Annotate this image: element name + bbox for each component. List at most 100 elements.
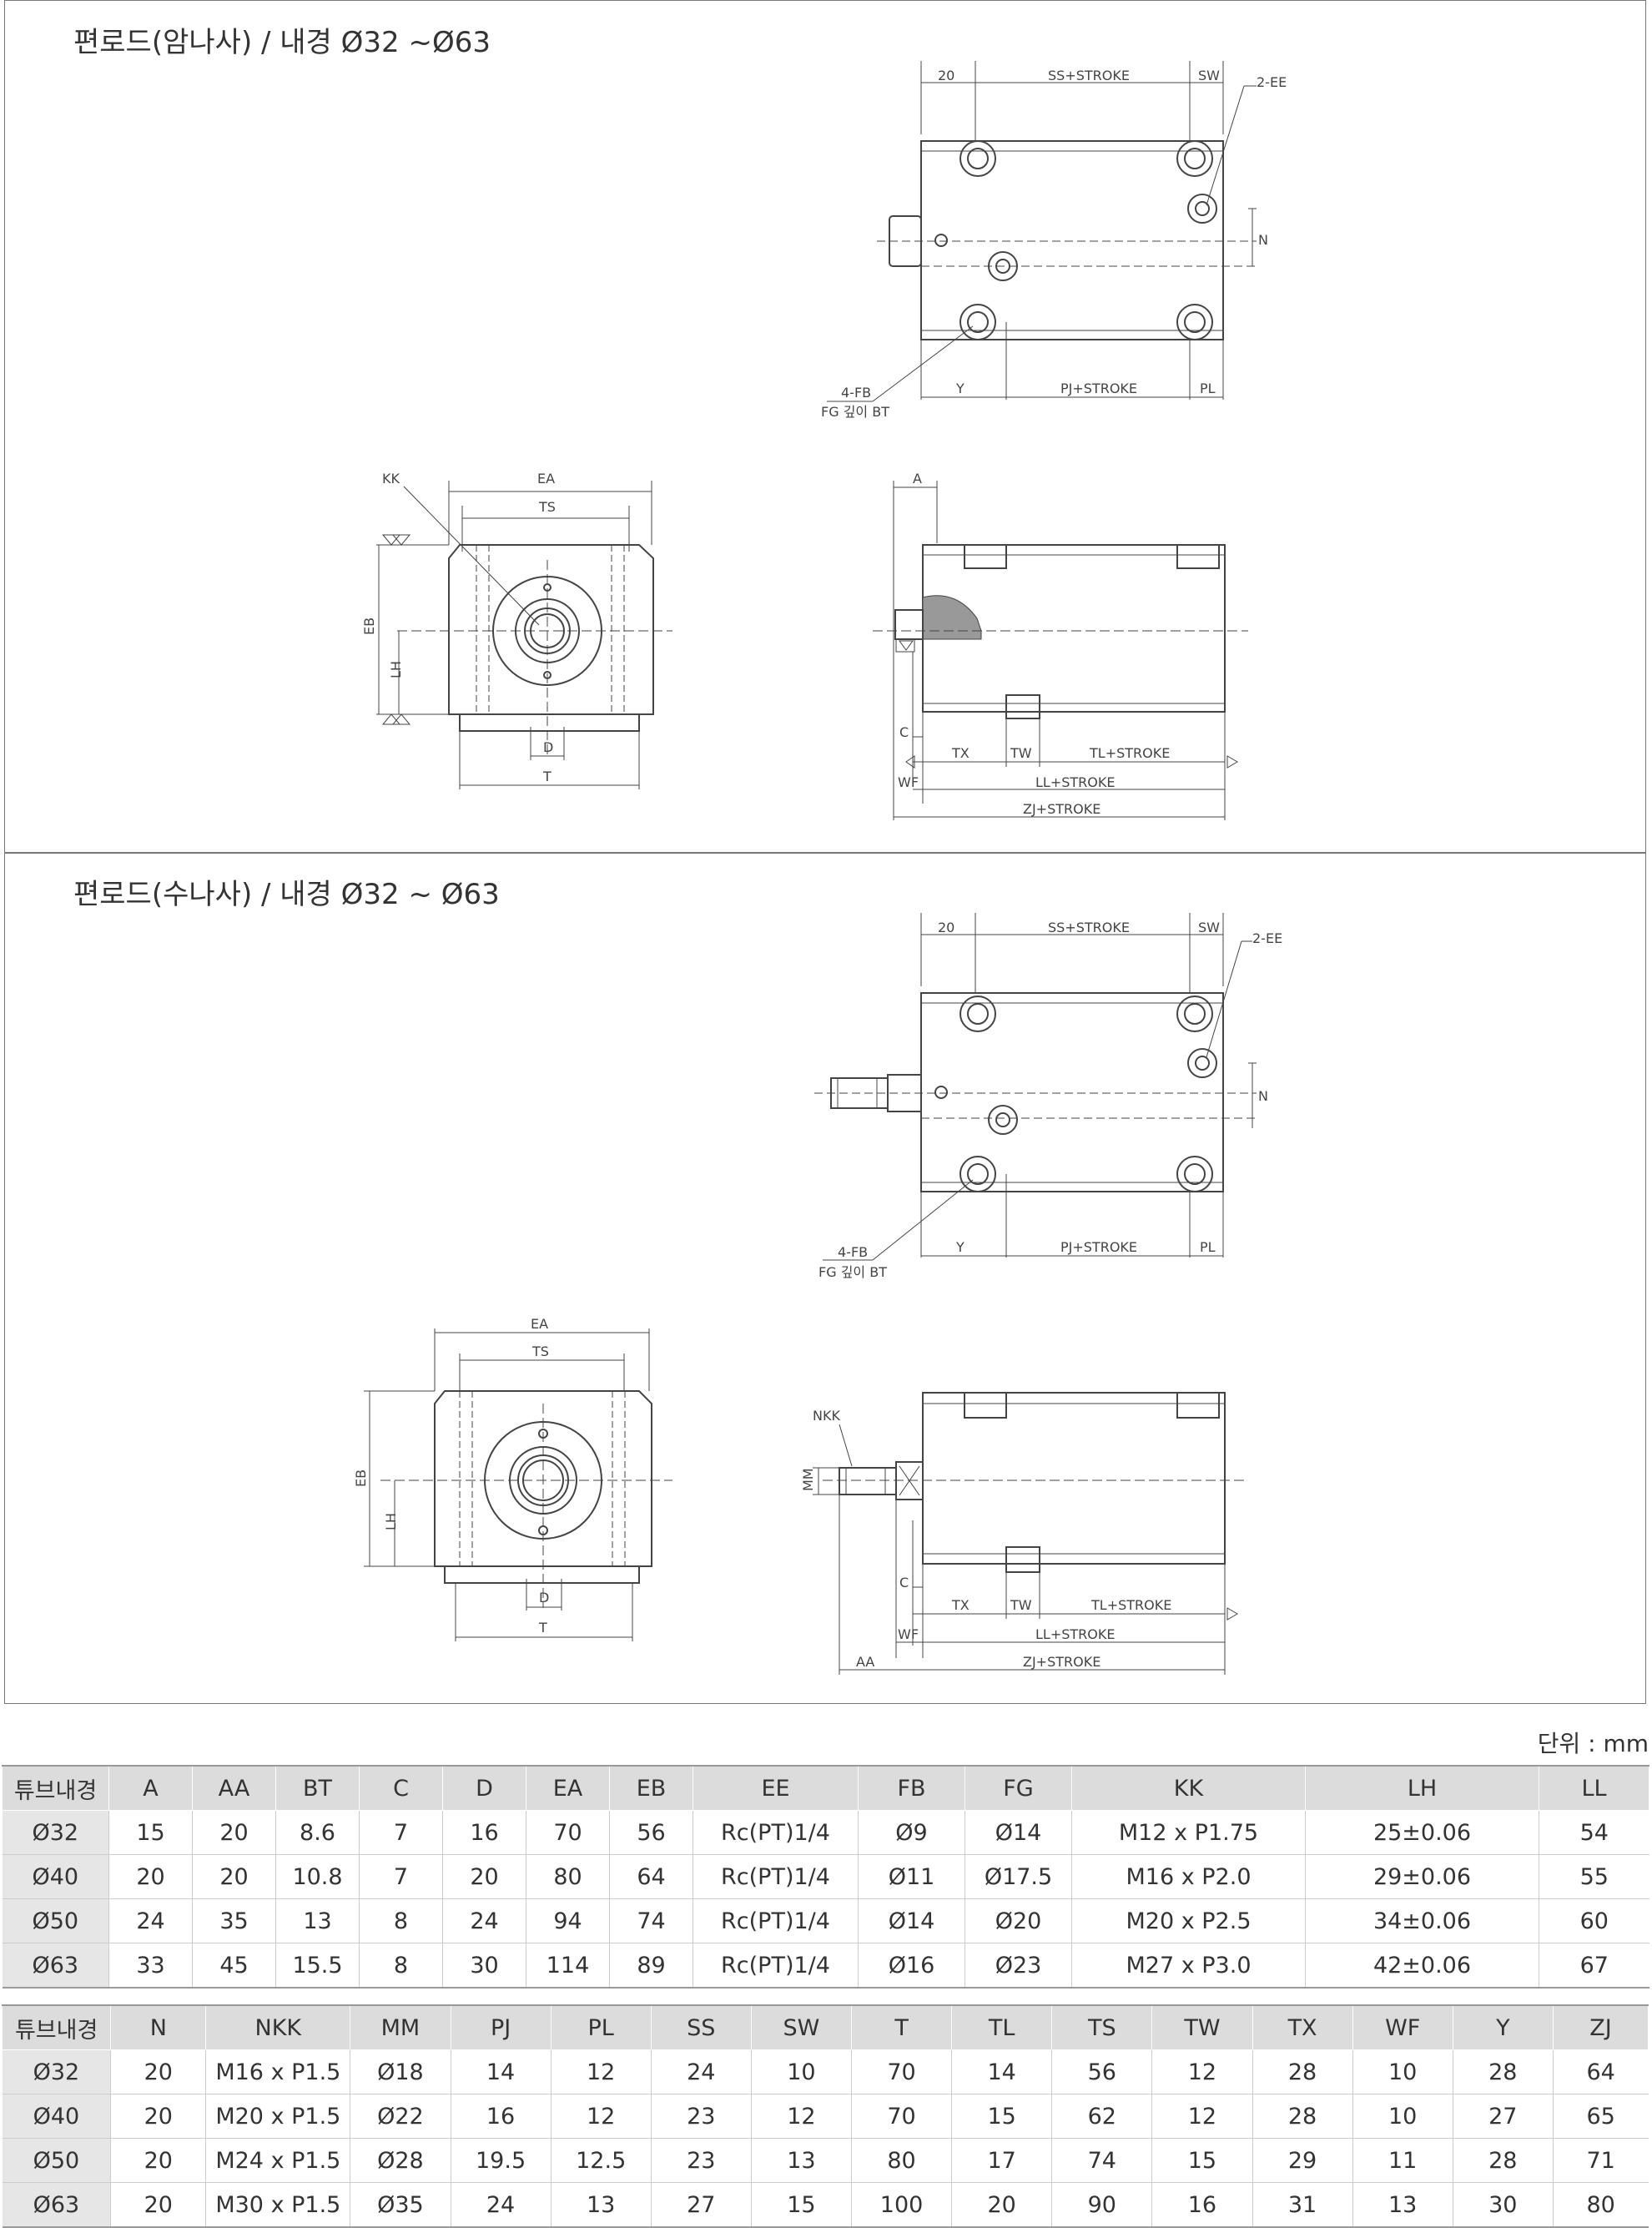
table-cell: 114 [526,1943,610,1989]
column-header: EA [526,1765,610,1811]
side-view: NKK MM C TX TW TL+STROKE WF LL+STROKE AA [800,1392,1248,1675]
table-cell: 74 [1051,2138,1152,2183]
unit-label: 단위 : mm [1537,1730,1649,1757]
column-header: FB [858,1765,965,1811]
dim-wf: WF [898,774,919,790]
table-cell: 20 [951,2182,1052,2228]
table-cell: 64 [609,1854,693,1899]
table-cell: Ø28 [350,2138,451,2183]
table-cell: 20 [110,2049,206,2094]
column-header: BT [275,1765,360,1811]
table-cell: 20 [442,1854,526,1899]
dim-n: N [1258,1088,1268,1104]
table-cell: 67 [1539,1943,1649,1989]
table-cell: M27 x P3.0 [1071,1943,1306,1989]
table-cell: 13 [1352,2182,1453,2228]
table-cell: 31 [1252,2182,1353,2228]
dim-ea: EA [531,1316,548,1332]
dim-ll-stroke: LL+STROKE [1035,1626,1115,1642]
table-cell: 70 [526,1810,610,1855]
drawing-panel-female-rod: 편로드(암나사) / 내경 Ø32 ~Ø63 20 SS+STROKE SW 2… [4,0,1646,854]
drawing-female-rod: 20 SS+STROKE SW 2-EE N [361,61,1287,820]
side-view: A C TX TW TL+STROKE WF L [873,471,1248,820]
column-header: A [108,1765,193,1811]
dim-pj-stroke: PJ+STROKE [1060,381,1137,396]
table-cell: 29±0.06 [1305,1854,1539,1899]
spec-table-1: 튜브내경 A AA BT C D EA EB EE FB FG KK LH LL… [2,1765,1649,1989]
table-cell: Ø14 [858,1898,965,1943]
table-header-row: 튜브내경 A AA BT C D EA EB EE FB FG KK LH LL [2,1765,1649,1811]
table-cell: 20 [108,1854,193,1899]
column-header: NKK [205,2004,351,2050]
table-cell: M20 x P1.5 [205,2094,350,2139]
dim-y: Y [955,1239,965,1255]
table-cell: 28 [1452,2138,1554,2183]
top-view: 20 SS+STROKE SW 2-EE N [814,913,1282,1280]
table-cell: 55 [1539,1854,1649,1899]
table-cell: 56 [1051,2049,1152,2094]
table-cell: 80 [1552,2182,1649,2228]
dim-c: C [899,1575,909,1590]
dim-20: 20 [938,68,954,83]
table-cell: M12 x P1.75 [1071,1810,1306,1855]
table-cell: 34±0.06 [1305,1898,1539,1943]
dim-mm: MM [800,1468,816,1491]
table-cell: 8 [359,1898,443,1943]
table-cell: 20 [192,1810,276,1855]
table-cell: 24 [450,2182,552,2228]
dim-4-fb: 4-FB [838,1244,868,1260]
dim-2-ee: 2-EE [1257,74,1287,90]
table-cell: 42±0.06 [1305,1943,1539,1989]
drawing-panel-male-rod: 편로드(수나사) / 내경 Ø32 ~ Ø63 20 SS+STROKE SW … [4,852,1646,1704]
table-cell: 13 [750,2138,852,2183]
table-cell: 24 [650,2049,752,2094]
table-cell: 15 [750,2182,852,2228]
dim-t: T [538,1620,547,1636]
dim-y: Y [955,381,965,396]
dim-d: D [543,739,553,755]
column-header: LH [1305,1765,1539,1811]
table-cell: 28 [1252,2049,1353,2094]
table-cell: M16 x P2.0 [1071,1854,1306,1899]
dim-lh: LH [383,1513,399,1530]
table-cell: 10 [750,2049,852,2094]
table-cell: Rc(PT)1/4 [693,1943,859,1989]
dim-sw: SW [1198,920,1220,935]
table-cell: 62 [1051,2094,1152,2139]
table-cell: Rc(PT)1/4 [693,1854,859,1899]
dim-4-fb: 4-FB [841,385,871,401]
table-cell: 65 [1552,2094,1649,2139]
table-cell: Ø35 [350,2182,451,2228]
table-cell: 30 [442,1943,526,1989]
table-header-row: 튜브내경 N NKK MM PJ PL SS SW T TL TS TW TX … [1,2004,1649,2050]
column-header: Y [1452,2004,1554,2050]
table-cell: 13 [275,1898,360,1943]
table-cell: 14 [450,2049,552,2094]
table-cell: M16 x P1.5 [205,2049,350,2094]
dim-eb: EB [361,617,377,635]
table-cell: 12.5 [550,2138,652,2183]
row-header-cell: Ø50 [2,1898,109,1943]
table-cell: 94 [526,1898,610,1943]
dim-ll-stroke: LL+STROKE [1035,774,1115,790]
table-cell: 74 [609,1898,693,1943]
column-header: EB [609,1765,693,1811]
dim-c: C [899,724,909,740]
table-cell: 8.6 [275,1810,360,1855]
table-cell: 20 [192,1854,276,1899]
dim-tl-stroke: TL+STROKE [1090,1597,1171,1613]
table-cell: 27 [650,2182,752,2228]
dim-20: 20 [938,920,954,935]
table-cell: 10.8 [275,1854,360,1899]
column-header: PJ [450,2004,552,2050]
column-header: MM [350,2004,451,2050]
dim-pl: PL [1200,1239,1216,1255]
table-cell: 23 [650,2094,752,2139]
dim-tx: TX [951,1597,970,1613]
table-cell: Rc(PT)1/4 [693,1810,859,1855]
table-cell: M24 x P1.5 [205,2138,350,2183]
table-cell: 20 [110,2094,206,2139]
table-cell: 24 [442,1898,526,1943]
